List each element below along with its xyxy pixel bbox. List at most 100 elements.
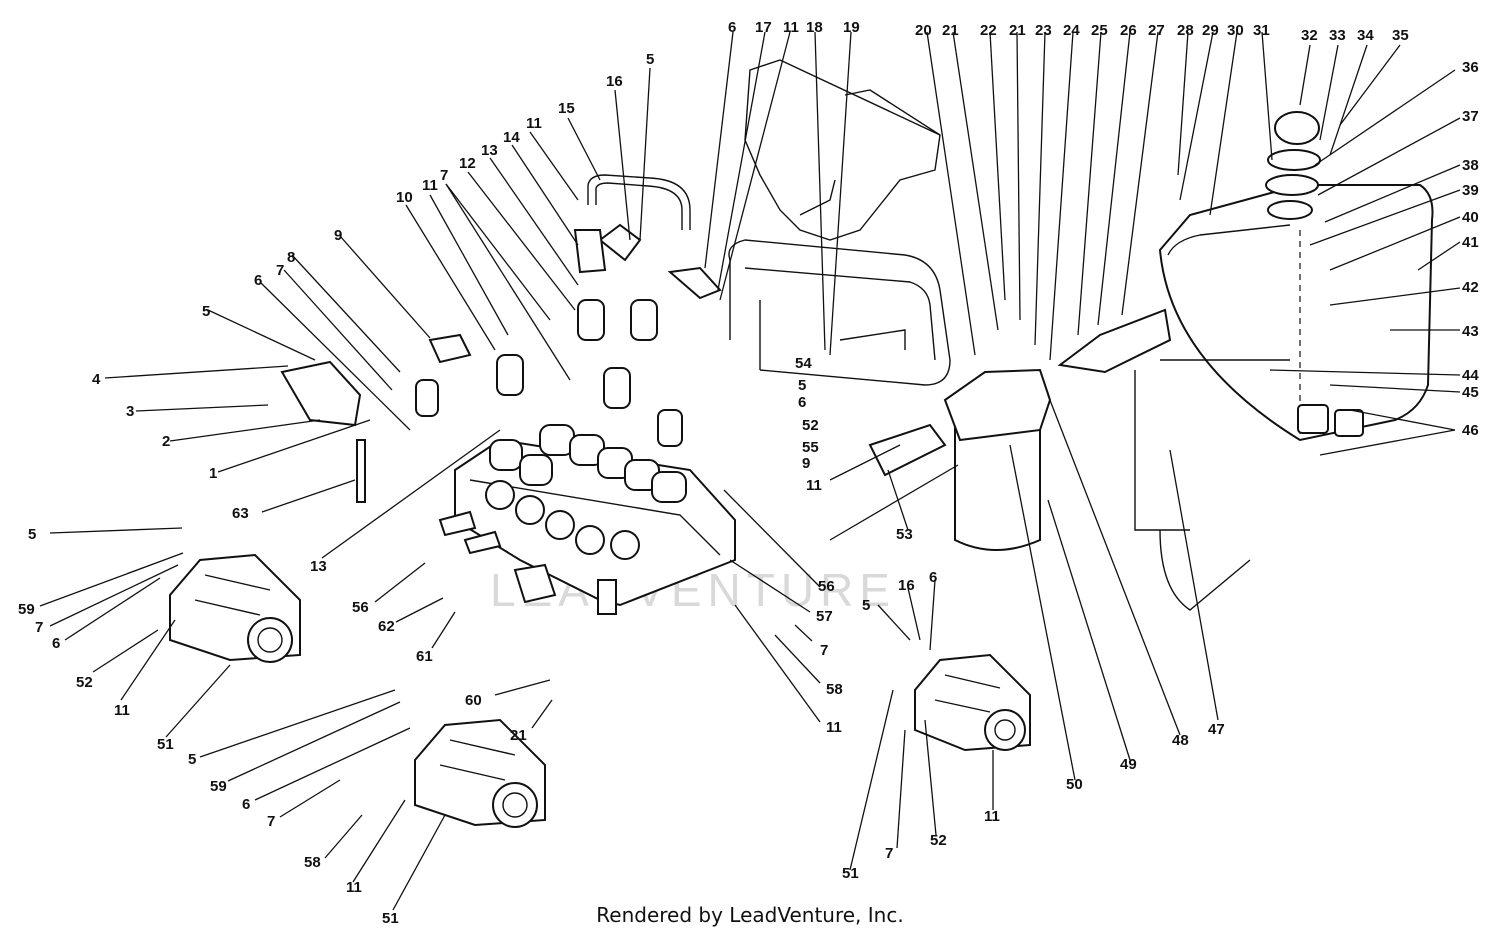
leader-lines — [39, 31, 1461, 911]
callout: 52 — [76, 674, 93, 691]
tractor-frame-outline — [728, 59, 951, 386]
callout: 7 — [276, 262, 284, 279]
callout: 39 — [1462, 182, 1479, 199]
callout: 48 — [1172, 732, 1189, 749]
callout-labels: 6 17 11 18 19 20 21 22 21 23 24 25 26 27… — [18, 19, 1479, 927]
callout: 62 — [378, 618, 395, 635]
callout: 11 — [826, 719, 842, 736]
callout: 13 — [310, 558, 327, 575]
callout: 58 — [304, 854, 321, 871]
callout: 44 — [1462, 367, 1479, 384]
callout: 9 — [334, 227, 342, 244]
callout: 5 — [188, 751, 196, 768]
callout: 54 — [795, 355, 812, 372]
callout: 40 — [1462, 209, 1479, 226]
callout: 53 — [896, 526, 913, 543]
callout: 3 — [126, 403, 134, 420]
callout: 11 — [783, 19, 799, 36]
hydraulic-pump-left-lower — [414, 718, 546, 828]
valve-fittings — [280, 174, 722, 503]
callout: 6 — [929, 569, 937, 586]
callout: 11 — [984, 808, 1000, 825]
callout: 36 — [1462, 59, 1479, 76]
callout: 58 — [826, 681, 843, 698]
callout: 12 — [459, 155, 476, 172]
callout: 19 — [843, 19, 860, 36]
callout: 33 — [1329, 27, 1346, 44]
callout: 23 — [1035, 22, 1052, 39]
callout: 5 — [862, 597, 870, 614]
callout: 6 — [728, 19, 736, 36]
callout: 31 — [1253, 22, 1270, 39]
callout: 7 — [440, 167, 448, 184]
callout: 35 — [1392, 27, 1409, 44]
callout: 42 — [1462, 279, 1479, 296]
callout: 57 — [816, 608, 833, 625]
callout: 16 — [898, 577, 915, 594]
callout: 4 — [92, 371, 101, 388]
callout: 21 — [942, 22, 959, 39]
callout: 37 — [1462, 108, 1479, 125]
callout: 52 — [802, 417, 819, 434]
callout: 25 — [1091, 22, 1108, 39]
callout: 11 — [806, 477, 822, 494]
callout: 51 — [382, 910, 399, 927]
callout: 11 — [526, 115, 542, 132]
callout: 47 — [1208, 721, 1225, 738]
footer-credit: Rendered by LeadVenture, Inc. — [596, 903, 904, 927]
callout: 41 — [1462, 234, 1479, 251]
callout: 27 — [1148, 22, 1165, 39]
callout: 2 — [162, 433, 170, 450]
callout: 63 — [232, 505, 249, 522]
callout: 51 — [157, 736, 174, 753]
callout: 21 — [510, 727, 527, 744]
callout: 6 — [798, 394, 806, 411]
callout: 8 — [287, 249, 295, 266]
callout: 11 — [422, 177, 438, 194]
callout: 5 — [202, 303, 210, 320]
callout: 5 — [798, 377, 806, 394]
callout: 7 — [35, 619, 43, 636]
callout: 52 — [930, 832, 947, 849]
callout: 28 — [1177, 22, 1194, 39]
callout: 43 — [1462, 323, 1479, 340]
callout: 16 — [606, 73, 623, 90]
callout: 14 — [503, 129, 520, 146]
callout: 1 — [209, 465, 217, 482]
callout: 11 — [114, 702, 130, 719]
callout: 5 — [646, 51, 654, 68]
callout: 38 — [1462, 157, 1479, 174]
callout: 24 — [1063, 22, 1080, 39]
callout: 7 — [885, 845, 893, 862]
callout: 32 — [1301, 27, 1318, 44]
callout: 7 — [820, 642, 828, 659]
callout: 26 — [1120, 22, 1137, 39]
hydraulic-pump-right — [914, 653, 1031, 752]
callout: 22 — [980, 22, 997, 39]
callout: 60 — [465, 692, 482, 709]
callout: 45 — [1462, 384, 1479, 401]
callout: 6 — [254, 272, 262, 289]
callout: 10 — [396, 189, 413, 206]
callout: 20 — [915, 22, 932, 39]
callout: 17 — [755, 19, 772, 36]
callout: 46 — [1462, 422, 1479, 439]
callout: 6 — [242, 796, 250, 813]
control-valve-body — [438, 424, 736, 615]
callout: 49 — [1120, 756, 1137, 773]
callout: 59 — [18, 601, 35, 618]
callout: 55 — [802, 439, 819, 456]
callout: 50 — [1066, 776, 1083, 793]
callout: 29 — [1202, 22, 1219, 39]
callout: 6 — [52, 635, 60, 652]
callout: 30 — [1227, 22, 1244, 39]
callout: 7 — [267, 813, 275, 830]
callout: 18 — [806, 19, 823, 36]
callout: 56 — [352, 599, 369, 616]
callout: 51 — [842, 865, 859, 882]
hydraulic-filter — [868, 308, 1172, 551]
hydraulic-pump-left-upper — [169, 553, 301, 663]
callout: 61 — [416, 648, 433, 665]
hydraulic-tank — [1134, 111, 1434, 611]
